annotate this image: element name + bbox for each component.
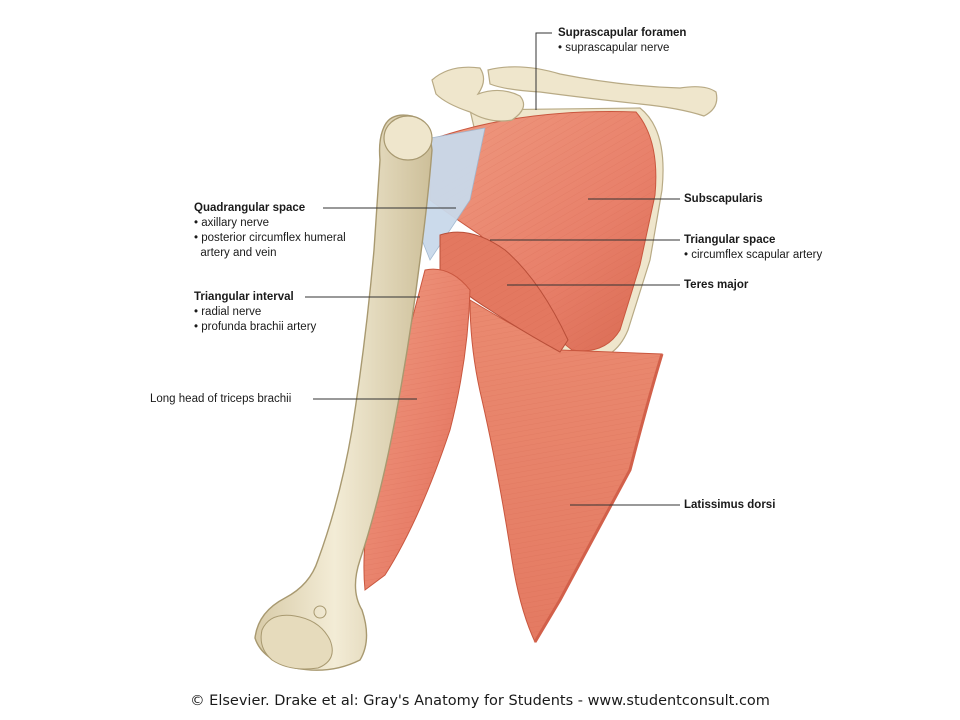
- label-triangular-interval: Triangular interval • radial nerve • pro…: [194, 290, 316, 335]
- copyright-credit: © Elsevier. Drake et al: Gray's Anatomy …: [190, 693, 770, 709]
- label-latissimus-dorsi: Latissimus dorsi: [684, 498, 775, 513]
- label-item: • posterior circumflex humeral: [194, 232, 346, 244]
- label-title: Subscapularis: [684, 193, 763, 205]
- label-title: Suprascapular foramen: [558, 27, 687, 39]
- label-item: • circumflex scapular artery: [684, 249, 823, 261]
- label-suprascapular-foramen: Suprascapular foramen • suprascapular ne…: [558, 26, 686, 56]
- label-item: • axillary nerve: [194, 217, 269, 229]
- label-subscapularis: Subscapularis: [684, 192, 763, 207]
- label-item: artery and vein: [194, 247, 277, 259]
- label-title: Quadrangular space: [194, 202, 306, 214]
- leader-lines: [305, 32, 680, 506]
- label-triangular-space: Triangular space • circumflex scapular a…: [684, 233, 822, 263]
- label-title: Latissimus dorsi: [684, 499, 776, 511]
- label-long-head-triceps: Long head of triceps brachii: [150, 392, 291, 407]
- leader-suprascapular-foramen: [535, 32, 552, 110]
- label-item: • radial nerve: [194, 306, 262, 318]
- humerus-condyles: [260, 614, 333, 670]
- label-teres-major: Teres major: [684, 278, 748, 293]
- label-quadrangular-space: Quadrangular space • axillary nerve • po…: [194, 201, 346, 261]
- acromion: [431, 66, 525, 122]
- label-title: Triangular space: [684, 234, 776, 246]
- humerus: [254, 114, 433, 671]
- label-title: Triangular interval: [194, 291, 294, 303]
- label-title: Teres major: [684, 279, 749, 291]
- label-text: Long head of triceps brachii: [150, 393, 292, 405]
- humeral-head: [383, 115, 433, 161]
- label-item: • suprascapular nerve: [558, 42, 670, 54]
- label-item: • profunda brachii artery: [194, 321, 317, 333]
- clavicle: [487, 66, 718, 117]
